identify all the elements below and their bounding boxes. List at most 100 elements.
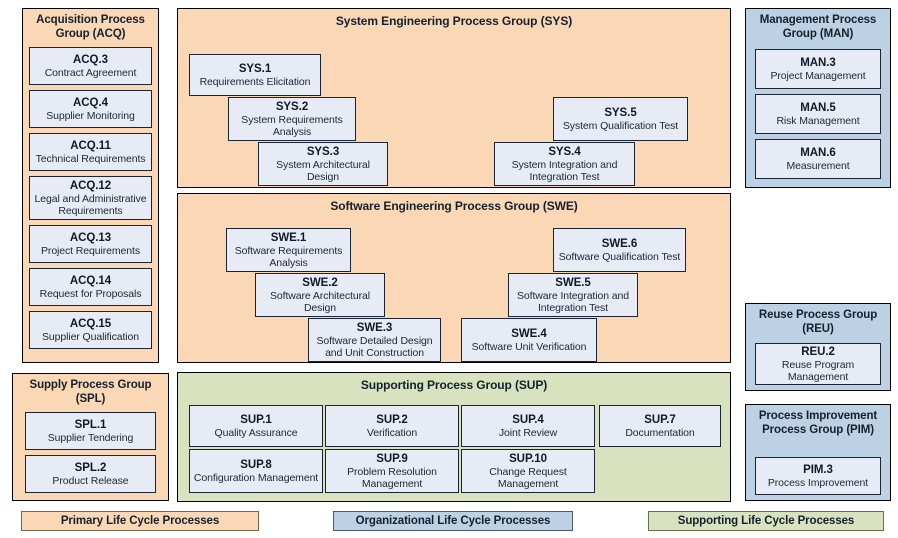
process-id: SYS.2: [275, 100, 309, 113]
process-name: Problem Resolution Management: [347, 465, 437, 491]
process-id: SUP.9: [376, 452, 408, 465]
process-box-sys4[interactable]: SYS.4 System Integration and Integration…: [494, 142, 635, 186]
process-id: ACQ.4: [73, 96, 108, 109]
process-box-acq12[interactable]: ACQ.12 Legal and Administrative Requirem…: [29, 176, 152, 220]
process-box-sup7[interactable]: SUP.7 Documentation: [599, 405, 721, 447]
process-id: SUP.7: [644, 413, 676, 426]
group-sys[interactable]: System Engineering Process Group (SYS) S…: [177, 8, 731, 188]
process-id: SPL.1: [74, 418, 107, 431]
process-name: Quality Assurance: [214, 426, 298, 439]
group-pim-process-list: PIM.3 Process Improvement: [755, 457, 881, 495]
process-box-pim3[interactable]: PIM.3 Process Improvement: [755, 457, 881, 495]
group-man-process-list: MAN.3 Project Management MAN.5 Risk Mana…: [755, 49, 881, 179]
process-box-sys1[interactable]: SYS.1 Requirements Elicitation: [189, 54, 321, 96]
legend-label: Organizational Life Cycle Processes: [355, 515, 551, 527]
process-box-spl2[interactable]: SPL.2 Product Release: [25, 455, 156, 493]
process-box-sup1[interactable]: SUP.1 Quality Assurance: [189, 405, 323, 447]
process-id: ACQ.15: [69, 317, 112, 330]
process-name: Software Unit Verification: [471, 340, 587, 353]
process-name: Software Integration and Integration Tes…: [516, 289, 629, 315]
process-box-swe6[interactable]: SWE.6 Software Qualification Test: [553, 228, 686, 272]
process-box-acq3[interactable]: ACQ.3 Contract Agreement: [29, 47, 152, 85]
group-swe[interactable]: Software Engineering Process Group (SWE)…: [177, 193, 731, 363]
process-name: Software Architectural Design: [270, 289, 370, 315]
process-name: Software Qualification Test: [558, 250, 681, 263]
process-box-swe5[interactable]: SWE.5 Software Integration and Integrati…: [508, 273, 638, 317]
process-box-sys5[interactable]: SYS.5 System Qualification Test: [553, 97, 688, 141]
process-name: System Architectural Design: [276, 158, 370, 184]
group-pim[interactable]: Process Improvement Process Group (PIM) …: [745, 404, 891, 501]
process-box-acq11[interactable]: ACQ.11 Technical Requirements: [29, 133, 152, 171]
process-box-acq13[interactable]: ACQ.13 Project Requirements: [29, 225, 152, 263]
process-box-sys3[interactable]: SYS.3 System Architectural Design: [258, 142, 388, 186]
process-box-sup9[interactable]: SUP.9 Problem Resolution Management: [325, 449, 459, 493]
group-sys-title: System Engineering Process Group (SYS): [335, 14, 573, 28]
group-man-title: Management Process Group (MAN): [759, 14, 877, 40]
process-name: Joint Review: [498, 426, 558, 439]
process-id: SYS.5: [604, 106, 637, 119]
process-name: Supplier Qualification: [41, 330, 140, 343]
process-id: SWE.4: [511, 327, 547, 340]
process-box-acq4[interactable]: ACQ.4 Supplier Monitoring: [29, 90, 152, 128]
process-box-swe2[interactable]: SWE.2 Software Architectural Design: [255, 273, 385, 317]
process-box-swe3[interactable]: SWE.3 Software Detailed Design and Unit …: [308, 318, 441, 362]
group-pim-title: Process Improvement Process Group (PIM): [758, 410, 878, 436]
process-box-reu2[interactable]: REU.2 Reuse Program Management: [755, 343, 881, 385]
process-box-acq15[interactable]: ACQ.15 Supplier Qualification: [29, 311, 152, 349]
group-reu[interactable]: Reuse Process Group (REU) REU.2 Reuse Pr…: [745, 303, 891, 391]
process-id: SPL.2: [74, 461, 107, 474]
group-spl[interactable]: Supply Process Group (SPL) SPL.1 Supplie…: [12, 373, 169, 501]
process-box-man3[interactable]: MAN.3 Project Management: [755, 49, 881, 89]
group-sup-title: Supporting Process Group (SUP): [360, 378, 548, 392]
process-id: MAN.5: [800, 101, 836, 114]
legend-primary-life-cycle-processes[interactable]: Primary Life Cycle Processes: [21, 511, 259, 531]
process-name: Technical Requirements: [35, 152, 146, 165]
group-reu-process-list: REU.2 Reuse Program Management: [755, 343, 881, 385]
process-box-sup8[interactable]: SUP.8 Configuration Management: [189, 449, 323, 493]
process-box-acq14[interactable]: ACQ.14 Request for Proposals: [29, 268, 152, 306]
process-id: ACQ.14: [69, 274, 112, 287]
process-id: SUP.4: [512, 413, 544, 426]
process-name: Measurement: [786, 159, 850, 172]
group-acq-process-list: ACQ.3 Contract Agreement ACQ.4 Supplier …: [29, 47, 152, 349]
group-reu-title: Reuse Process Group (REU): [758, 309, 878, 335]
process-id: SUP.10: [509, 452, 547, 465]
process-id: ACQ.11: [70, 139, 111, 152]
process-name: Software Requirements Analysis: [234, 244, 343, 270]
process-box-sup2[interactable]: SUP.2 Verification: [325, 405, 459, 447]
process-name: System Qualification Test: [562, 119, 679, 132]
process-name: System Integration and Integration Test: [511, 158, 618, 184]
process-id: SWE.6: [601, 237, 638, 250]
group-sup[interactable]: Supporting Process Group (SUP) SUP.1 Qua…: [177, 372, 731, 502]
process-box-swe1[interactable]: SWE.1 Software Requirements Analysis: [226, 228, 351, 272]
process-id: SYS.1: [238, 62, 272, 75]
legend-supporting-life-cycle-processes[interactable]: Supporting Life Cycle Processes: [648, 511, 884, 531]
process-id: SYS.3: [306, 145, 340, 158]
process-name: Contract Agreement: [44, 66, 137, 79]
group-spl-title: Supply Process Group (SPL): [29, 379, 152, 405]
process-box-sup10[interactable]: SUP.10 Change Request Management: [461, 449, 595, 493]
process-name: Supplier Tendering: [47, 431, 134, 444]
process-box-man6[interactable]: MAN.6 Measurement: [755, 139, 881, 179]
group-man[interactable]: Management Process Group (MAN) MAN.3 Pro…: [745, 8, 891, 188]
group-swe-title: Software Engineering Process Group (SWE): [330, 199, 578, 213]
process-name: Process Improvement: [767, 476, 869, 489]
process-box-spl1[interactable]: SPL.1 Supplier Tendering: [25, 412, 156, 450]
process-box-sup4[interactable]: SUP.4 Joint Review: [461, 405, 595, 447]
process-id: PIM.3: [803, 463, 833, 476]
process-box-sys2[interactable]: SYS.2 System Requirements Analysis: [228, 97, 356, 141]
process-id: MAN.6: [800, 146, 836, 159]
legend-organizational-life-cycle-processes[interactable]: Organizational Life Cycle Processes: [333, 511, 573, 531]
group-acq[interactable]: Acquisition Process Group (ACQ) ACQ.3 Co…: [22, 8, 159, 363]
process-name: Requirements Elicitation: [199, 75, 311, 88]
process-id: SWE.2: [302, 276, 338, 289]
process-name: Project Management: [770, 69, 866, 82]
process-name: Reuse Program Management: [781, 358, 855, 384]
process-name: Legal and Administrative Requirements: [34, 192, 147, 218]
process-box-swe4[interactable]: SWE.4 Software Unit Verification: [461, 318, 597, 362]
process-name: Product Release: [52, 474, 129, 487]
process-box-man5[interactable]: MAN.5 Risk Management: [755, 94, 881, 134]
process-id: REU.2: [801, 345, 835, 358]
process-id: ACQ.13: [69, 231, 112, 244]
